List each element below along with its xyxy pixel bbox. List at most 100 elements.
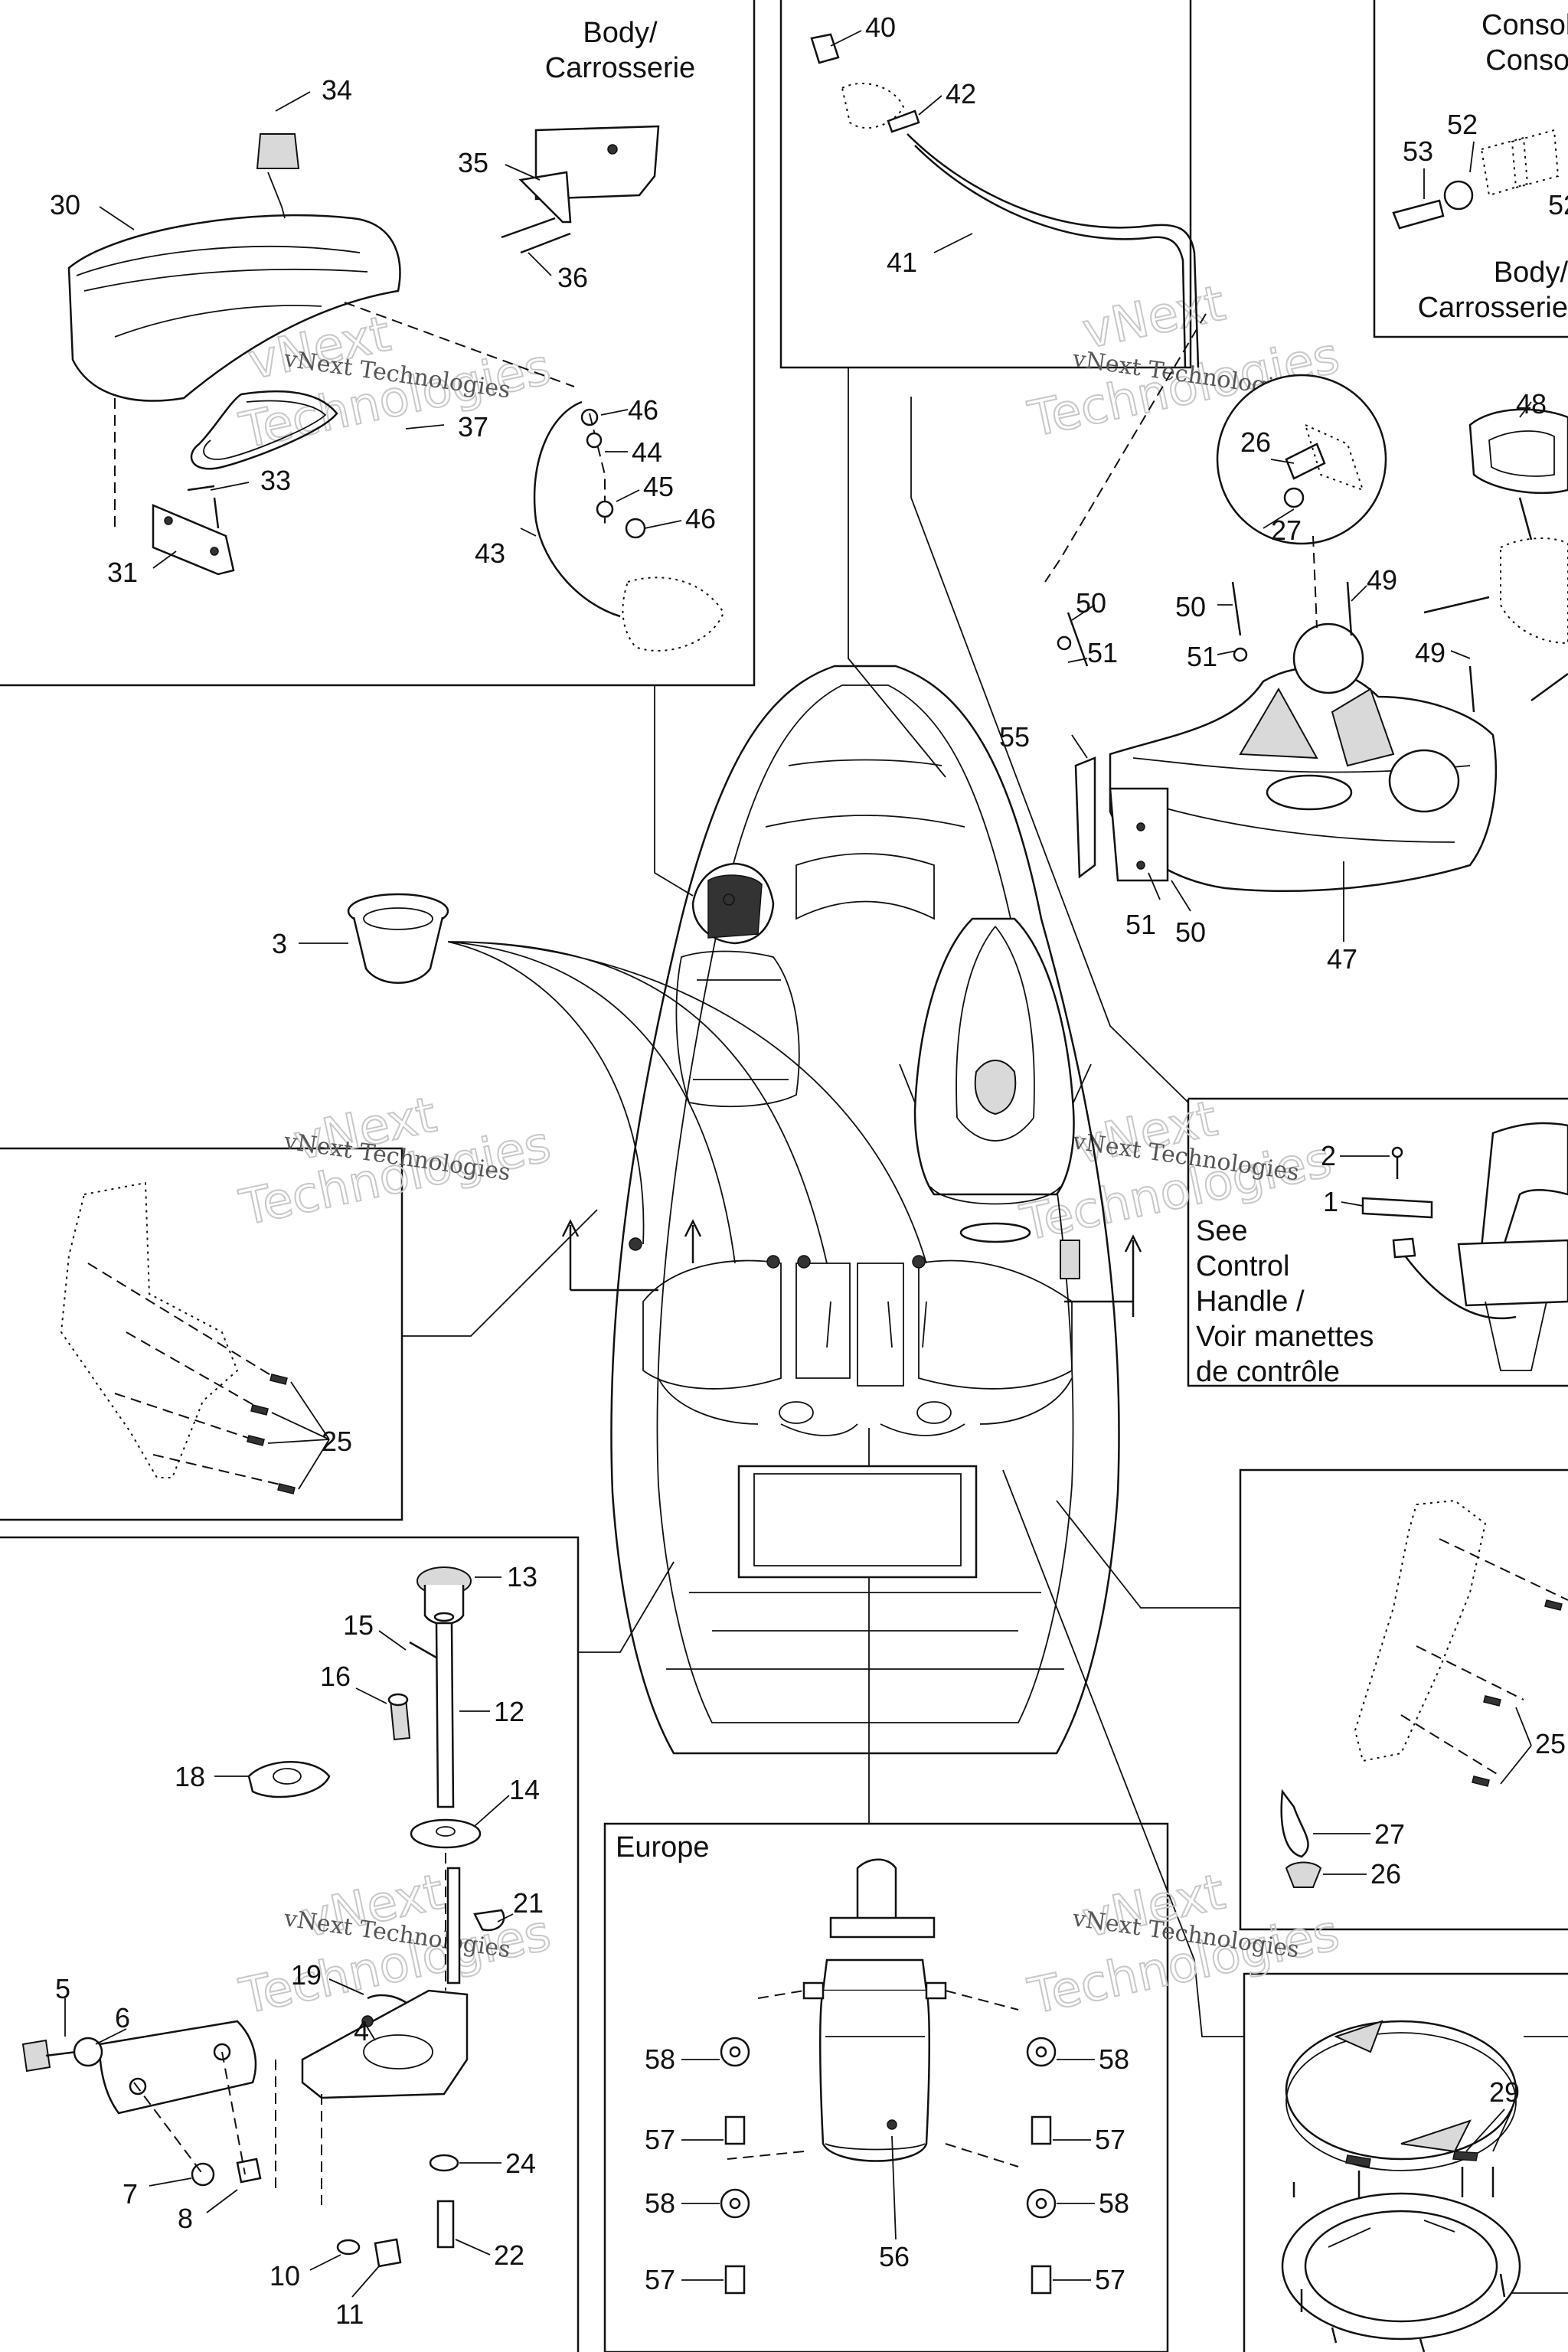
console-fasteners [1392, 129, 1560, 230]
callout-50c: 50 [1175, 916, 1206, 948]
frame-leader-lines [402, 368, 1244, 2037]
console-detail-frame [1373, 0, 1568, 338]
watermark-big: vNext [1078, 275, 1230, 360]
callout-57c: 57 [645, 2264, 675, 2295]
callout-58c: 58 [645, 2187, 675, 2219]
europe-title: Europe [616, 1831, 710, 1864]
left-panel-frame [0, 1147, 403, 1521]
callout-57b: 57 [1095, 2124, 1125, 2155]
body-right-title: Body/Carrosserie [1418, 256, 1568, 324]
callout-5: 5 [55, 1973, 70, 2004]
body-detail-frame [0, 0, 756, 687]
callout-56: 56 [879, 2241, 910, 2272]
callout-16: 16 [320, 1661, 351, 1692]
callout-24: 24 [505, 2148, 536, 2179]
cup-holder [347, 893, 927, 1264]
callout-55: 55 [999, 721, 1030, 753]
box-titles: Body/Carrosserie Console/Console Body/Ca… [545, 9, 1568, 1864]
callouts: 34 30 35 36 37 33 31 46 44 45 46 43 40 4… [50, 11, 1568, 2330]
callout-51b: 51 [1187, 641, 1217, 672]
callout-18: 18 [175, 1761, 205, 1792]
callout-35: 35 [458, 147, 488, 178]
cable-tie [1280, 1788, 1309, 1858]
callout-27: 27 [1271, 514, 1302, 546]
bracket [1074, 756, 1096, 879]
arrows [561, 1219, 1142, 1317]
right-side-panel [1280, 1499, 1568, 1888]
top-cover-assembly [67, 125, 725, 652]
mounting-plate [301, 1989, 469, 2099]
callout-47: 47 [1327, 943, 1357, 975]
callout-12: 12 [494, 1696, 524, 1727]
callout-50: 50 [1076, 587, 1106, 619]
callout-22: 22 [494, 2239, 524, 2271]
callout-26: 26 [1240, 426, 1271, 458]
callout-58d: 58 [1099, 2187, 1129, 2219]
callout-25b: 25 [1535, 1728, 1566, 1759]
fuel-cap-detail-frame [779, 0, 1192, 369]
callout-29: 29 [1489, 2076, 1520, 2108]
shaft [435, 1622, 455, 1808]
hull-body [610, 665, 1120, 1755]
callout-34: 34 [322, 74, 352, 106]
seal [190, 390, 338, 470]
tether-cable [533, 400, 621, 618]
callout-45: 45 [643, 471, 674, 502]
steering-detail-frame [0, 1536, 580, 2352]
dash-panel [1044, 313, 1568, 892]
watermark-group: vNext Technologies vNext Technologies vN… [234, 274, 1345, 2026]
console-title: Console/Console [1481, 9, 1568, 77]
callout-58b: 58 [1099, 2043, 1129, 2075]
callout-50b: 50 [1175, 591, 1206, 622]
callout-26b: 26 [1370, 1858, 1401, 1890]
cover-latch [256, 133, 300, 169]
callout-19: 19 [291, 1959, 322, 1991]
callout-57d: 57 [1095, 2264, 1125, 2295]
callout-41: 41 [887, 247, 917, 278]
callout-14: 14 [509, 1774, 540, 1805]
callout-21: 21 [513, 1887, 544, 1919]
rear-storage-hatch [737, 1465, 978, 1579]
handle-bracket [1060, 1240, 1080, 1279]
callout-40: 40 [865, 11, 896, 43]
callout-58: 58 [645, 2043, 675, 2075]
callout-37: 37 [458, 411, 488, 443]
callout-49b: 49 [1415, 637, 1446, 668]
callout-2: 2 [1321, 1140, 1336, 1171]
callout-7: 7 [122, 2178, 138, 2210]
callout-53: 53 [1403, 136, 1433, 167]
callout-15: 15 [343, 1609, 374, 1641]
screws [247, 1374, 296, 1494]
callout-48: 48 [1516, 388, 1547, 420]
callout-8: 8 [178, 2203, 193, 2234]
callout-42: 42 [946, 78, 976, 109]
control-handle-frame [1187, 1097, 1568, 1387]
seat [913, 917, 1075, 1196]
callout-52b: 52 [1548, 189, 1568, 220]
callout-3: 3 [272, 928, 287, 959]
callout-51c: 51 [1125, 909, 1156, 940]
callout-1: 1 [1323, 1186, 1338, 1217]
body-title: Body/Carrosserie [545, 17, 695, 84]
hinge-bracket [152, 504, 235, 576]
callout-31: 31 [107, 557, 138, 588]
hatch-detail-frame [1243, 1972, 1568, 2352]
callout-52: 52 [1447, 109, 1478, 140]
callout-57: 57 [645, 2124, 675, 2155]
left-side-panel [60, 1181, 330, 1494]
vent-cover [1468, 408, 1568, 495]
fuel-filler-assembly [810, 33, 1200, 368]
callout-51: 51 [1087, 637, 1118, 668]
callout-46: 46 [628, 394, 658, 426]
callout-46b: 46 [685, 503, 716, 534]
callout-27b: 27 [1374, 1818, 1405, 1850]
callout-4: 4 [354, 2015, 369, 2047]
callout-33: 33 [260, 465, 291, 496]
callout-13: 13 [507, 1561, 537, 1592]
callout-44: 44 [632, 436, 662, 468]
filler-hose [906, 133, 1200, 368]
control-handle [1361, 1122, 1568, 1371]
shaft-assembly [21, 1566, 505, 2268]
callout-25: 25 [322, 1426, 352, 1457]
